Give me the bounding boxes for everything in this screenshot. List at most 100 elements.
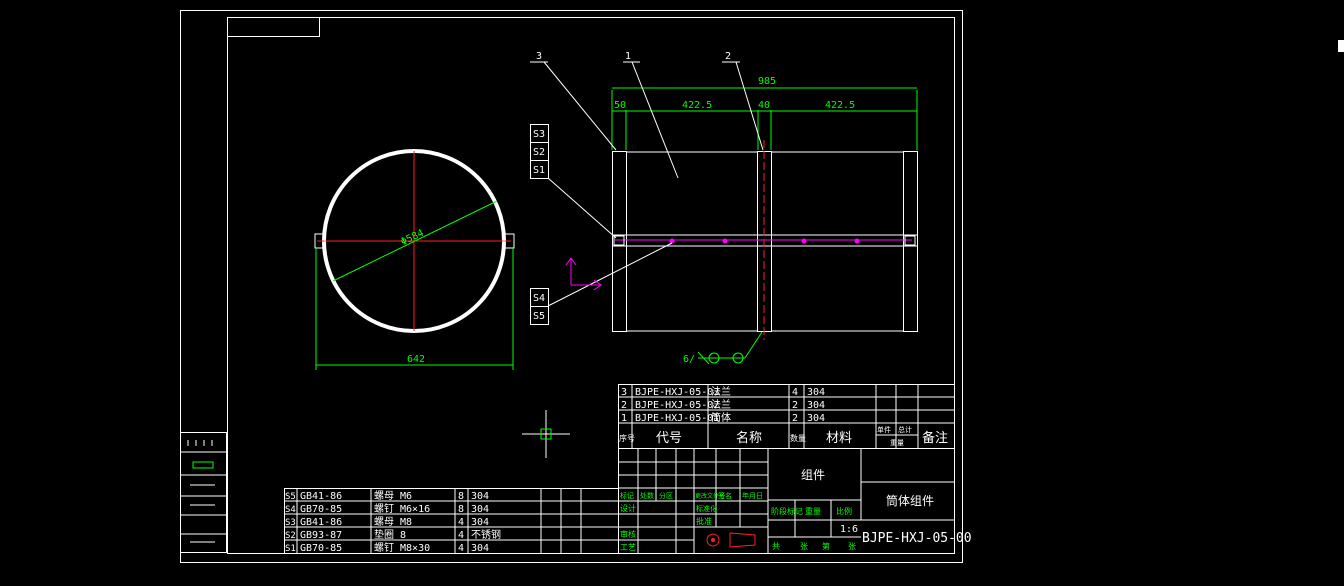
fastener-S2-id: S2 — [285, 531, 296, 541]
part-name: 筒体组件 — [886, 493, 934, 508]
edge-mark — [1338, 40, 1344, 52]
fastener-S1-qty: 4 — [458, 543, 464, 554]
left-lug — [314, 233, 326, 249]
fastener-S5-material: 304 — [471, 491, 489, 502]
parts-row-2-material: 304 — [807, 400, 825, 411]
drawing-number: BJPE-HXJ-05-00 — [862, 531, 972, 546]
fastener-table: S5 GB41-86 螺母 M6 8 304 S4 GB70-85 螺钉 M6×… — [284, 488, 619, 554]
title-block: 标记 处数 分区 更改文件号 签名 年月日 设计 标准化 批准 审核 工艺 组件… — [618, 448, 972, 554]
header-remarks: 备注 — [922, 430, 948, 446]
corner-box — [227, 17, 320, 37]
fastener-S5-std: GB41-86 — [300, 491, 342, 502]
parts-row-1-material: 304 — [807, 413, 825, 424]
header-weight: 重量 — [890, 439, 904, 447]
crosshair-cursor — [522, 410, 570, 458]
fastener-label-S1: S1 — [533, 165, 545, 176]
ucs-icon — [565, 257, 602, 291]
parts-row-1-no: 1 — [621, 413, 627, 424]
parts-row-1-qty: 2 — [792, 413, 798, 424]
role-standard: 标准化 — [696, 504, 717, 513]
parts-row-1-name: 筒体 — [711, 411, 731, 424]
outer-border — [180, 10, 963, 563]
bolt-point — [722, 238, 728, 244]
weld-label: 6/ — [683, 354, 695, 365]
fastener-label-S4: S4 — [533, 293, 545, 304]
role-approve: 批准 — [696, 516, 712, 526]
type-label: 组件 — [801, 468, 825, 482]
fastener-S3-std: GB41-86 — [300, 517, 342, 528]
parts-row-3-material: 304 — [807, 387, 825, 398]
stage-header: 阶段标记 — [771, 506, 803, 516]
fastener-label-S5: S5 — [533, 311, 545, 322]
rev-header-mark: 标记 — [620, 491, 634, 500]
fastener-S3-material: 304 — [471, 517, 489, 528]
diameter-line — [332, 200, 498, 282]
dim-label-shell-1: 422.5 — [682, 100, 712, 111]
left-flange — [612, 151, 627, 332]
role-design: 设计 — [620, 503, 636, 513]
fastener-S2-material: 不锈钢 — [471, 528, 501, 541]
fastener-S3-id: S3 — [285, 518, 296, 528]
header-no: 序号 — [619, 433, 635, 443]
fastener-S4-std: GB70-85 — [300, 504, 342, 515]
dim-label-shell-2: 422.5 — [825, 100, 855, 111]
leader-part-3 — [543, 61, 617, 151]
parts-row-2-code: BJPE-HXJ-05-02 — [635, 400, 719, 411]
parts-row-3-qty: 4 — [792, 387, 798, 398]
sheet-no-label: 第 — [822, 541, 830, 551]
weight-header: 重量 — [805, 506, 821, 516]
fastener-S3-name: 螺母 M8 — [374, 516, 412, 528]
fastener-S5-name: 螺母 M6 — [374, 490, 412, 502]
parts-row-3-no: 3 — [621, 387, 627, 398]
role-review: 审核 — [620, 529, 636, 539]
header-qty: 数量 — [790, 433, 806, 443]
fastener-S5-qty: 8 — [458, 491, 464, 502]
header-total-weight: 总计 — [898, 425, 912, 434]
rev-header-sign: 签名 — [718, 491, 732, 500]
rev-header-zone: 分区 — [659, 491, 673, 500]
fastener-label-S3: S3 — [533, 129, 545, 140]
parts-row-3-name: 法兰 — [711, 385, 731, 398]
fastener-S4-name: 螺钉 M6×16 — [374, 503, 430, 515]
role-process: 工艺 — [620, 543, 636, 552]
parts-row-2-qty: 2 — [792, 400, 798, 411]
company-logo — [706, 533, 720, 547]
fastener-S4-qty: 8 — [458, 504, 464, 515]
right-flange — [903, 151, 918, 332]
leader-fasteners-top — [547, 177, 617, 239]
parts-row-3-code: BJPE-HXJ-05-03 — [635, 387, 719, 398]
parts-list: 3 BJPE-HXJ-05-03 法兰 4 304 2 BJPE-HXJ-05-… — [618, 384, 955, 449]
parts-row-2-no: 2 — [621, 400, 627, 411]
fastener-S1-material: 304 — [471, 543, 489, 554]
width-label: 642 — [407, 354, 425, 365]
right-lug — [503, 233, 515, 249]
bolt-point — [854, 238, 860, 244]
header-name: 名称 — [736, 430, 762, 446]
parts-row-1-code: BJPE-HXJ-05-01 — [635, 413, 719, 424]
rev-header-date: 年月日 — [742, 491, 763, 500]
fastener-S1-id: S1 — [285, 544, 296, 554]
rev-header-doc: 更改文件号 — [695, 492, 725, 500]
part-label-1: 1 — [625, 51, 631, 62]
projection-symbol — [729, 532, 756, 548]
diameter-label: Φ584 — [399, 228, 425, 248]
fastener-S1-std: GB70-85 — [300, 543, 342, 554]
fastener-S4-material: 304 — [471, 504, 489, 515]
leader-part-1 — [631, 61, 679, 179]
bolt-point — [669, 238, 675, 244]
dim-label-flange: 50 — [614, 100, 626, 111]
header-code: 代号 — [656, 431, 682, 446]
sheets-unit-label: 张 — [800, 542, 808, 551]
fastener-S2-std: GB93-87 — [300, 530, 342, 541]
scale-value: 1:6 — [840, 524, 858, 535]
leader-part-2 — [735, 61, 764, 151]
part-label-3: 3 — [536, 51, 542, 62]
binding-strip — [180, 432, 227, 553]
fastener-S1-name: 螺钉 M8×30 — [374, 542, 430, 554]
fastener-label-S2: S2 — [533, 147, 545, 158]
sheet-unit-label: 张 — [848, 542, 856, 551]
sheets-total-label: 共 — [772, 542, 780, 551]
scale-header: 比例 — [836, 506, 852, 516]
side-view: 985 50 422.5 40 422.5 1 2 3 S3 S2 S1 S4 … — [530, 51, 918, 365]
